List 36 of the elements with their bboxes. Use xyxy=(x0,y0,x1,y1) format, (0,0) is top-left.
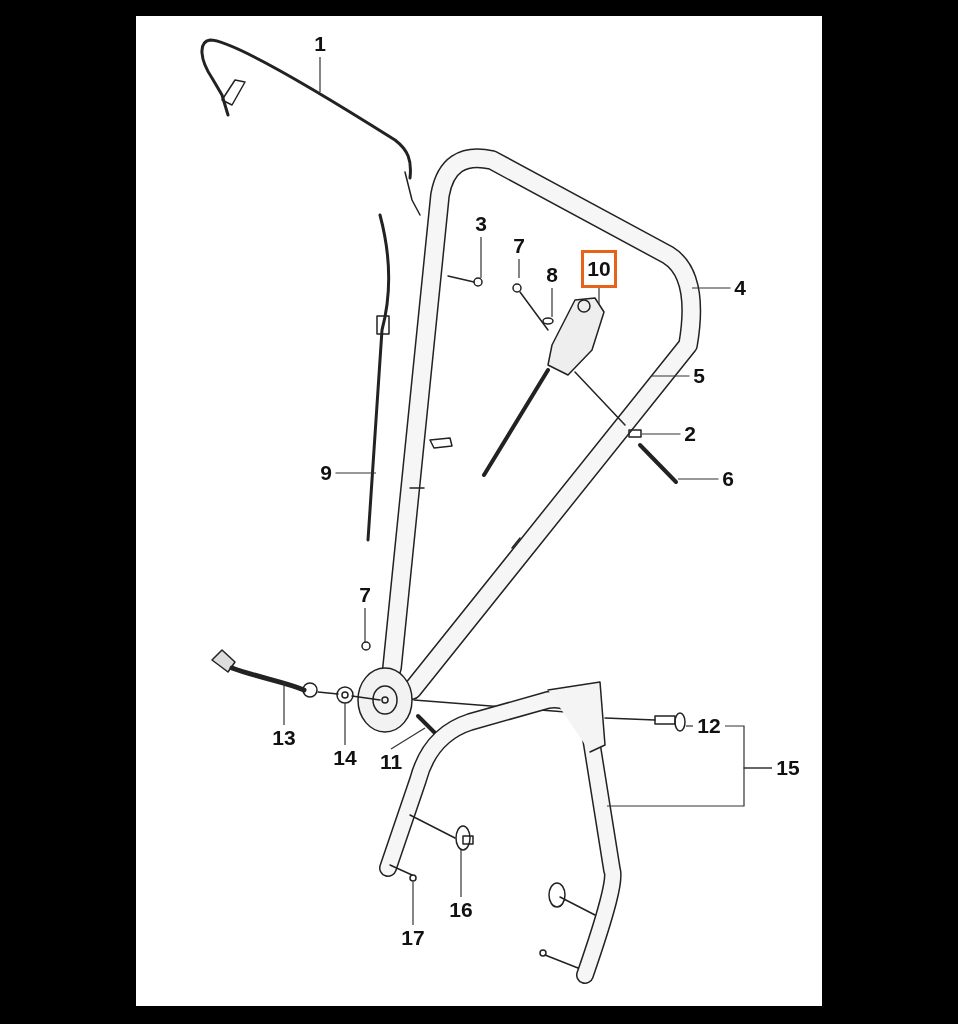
leader-line xyxy=(551,287,553,318)
callout-number: 14 xyxy=(329,745,361,771)
callout-number: 15 xyxy=(772,755,804,781)
leader-line xyxy=(606,767,773,807)
callout-number: 3 xyxy=(471,211,491,237)
callout-number: 12 xyxy=(693,713,725,739)
leader-line xyxy=(480,236,482,279)
callout-number: 8 xyxy=(542,262,562,288)
leader-line xyxy=(598,287,600,305)
leader-line xyxy=(344,702,346,746)
leader-line xyxy=(364,607,366,643)
leader-line xyxy=(677,478,720,480)
leader-line xyxy=(691,287,732,289)
leader-line xyxy=(283,681,285,726)
callout-number: 6 xyxy=(718,466,738,492)
leader-line xyxy=(319,56,321,93)
callout-number: 4 xyxy=(730,275,750,301)
callout-number: 7 xyxy=(355,582,375,608)
callout-number: 5 xyxy=(689,363,709,389)
callout-number: 11 xyxy=(375,749,407,775)
callout-number: 2 xyxy=(680,421,700,447)
callout-number: 13 xyxy=(268,725,300,751)
callout-number: 10 xyxy=(581,250,617,288)
callout-number: 7 xyxy=(509,233,529,259)
leader-line xyxy=(412,881,414,926)
callout-number: 16 xyxy=(445,897,477,923)
leader-line xyxy=(390,727,426,750)
callout-number: 17 xyxy=(397,925,429,951)
leader-line xyxy=(518,258,520,279)
callout-number: 1 xyxy=(310,31,330,57)
leader-line xyxy=(460,849,462,898)
leader-line xyxy=(685,725,694,727)
leader-line xyxy=(641,433,682,435)
leader-line xyxy=(334,472,377,474)
callout-number: 9 xyxy=(316,460,336,486)
leader-line xyxy=(651,375,691,377)
